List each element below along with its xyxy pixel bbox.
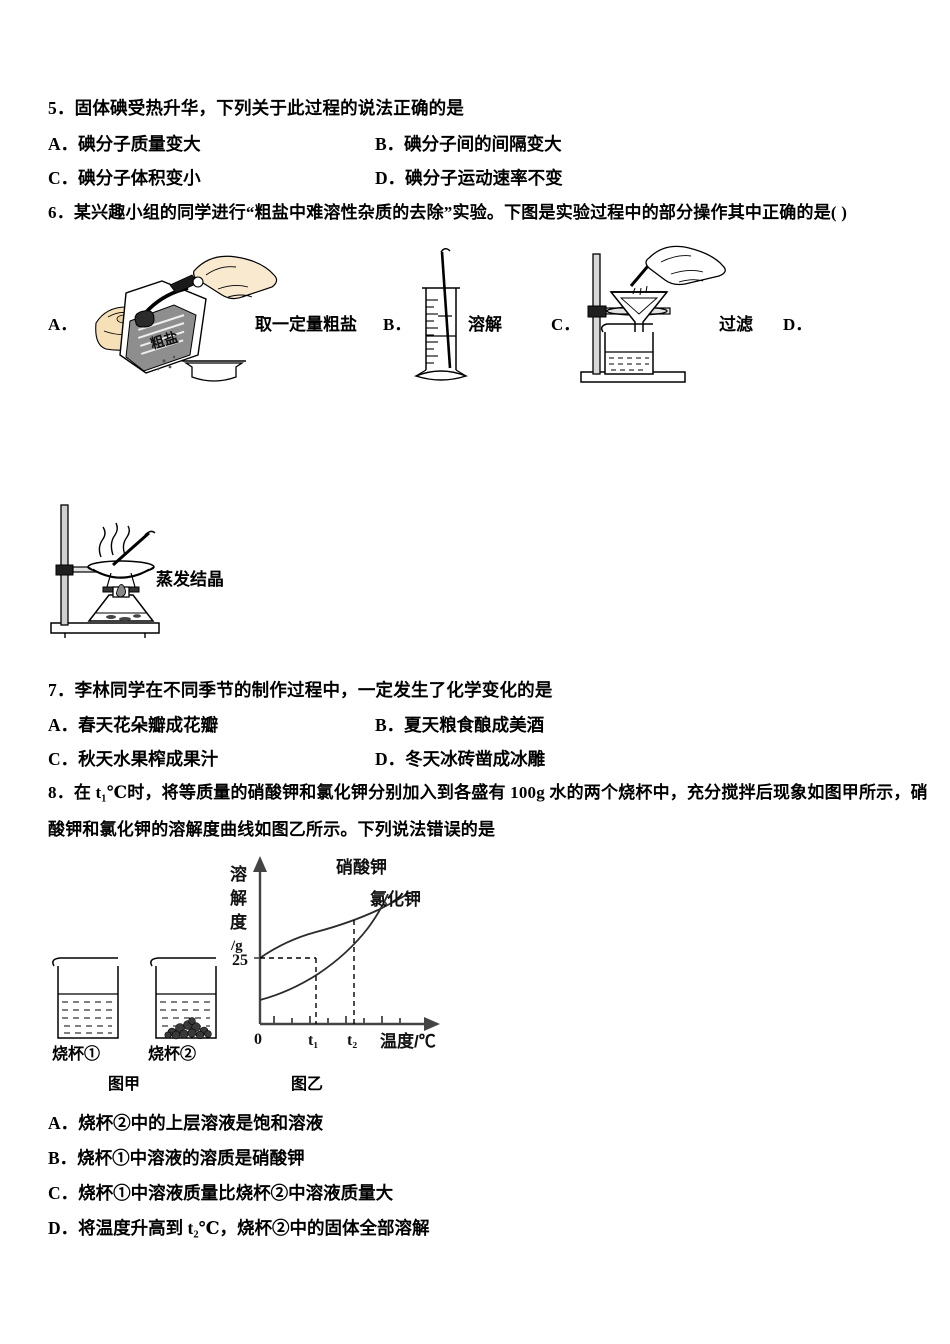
chart-xtick-t1: t₁ xyxy=(308,1032,318,1049)
figure-dissolving-cylinder xyxy=(408,240,478,385)
question-6-option-b-marker[interactable]: B． xyxy=(383,315,412,334)
question-5-option-c[interactable]: C．碘分子体积变小 xyxy=(48,168,201,188)
question-6-caption-b: 溶解 xyxy=(468,315,502,334)
question-6-option-a-marker[interactable]: A． xyxy=(48,315,78,334)
question-5-option-d[interactable]: D．碘分子运动速率不变 xyxy=(375,168,563,188)
beaker-2-label: 烧杯② xyxy=(148,1046,197,1063)
question-8-option-a[interactable]: A．烧杯②中的上层溶液是饱和溶液 xyxy=(48,1113,324,1133)
figure-jia-caption: 图甲 xyxy=(108,1076,141,1093)
question-8-stem-line-2: 酸钾和氯化钾的溶解度曲线如图乙所示。下列说法错误的是 xyxy=(48,820,496,839)
chart-ylabel-char-3: 度 xyxy=(230,912,248,932)
chart-xtick-0: 0 xyxy=(254,1031,262,1048)
question-6-option-c-marker[interactable]: C． xyxy=(551,315,581,334)
question-6-caption-c: 过滤 xyxy=(719,315,753,334)
beaker-1-label: 烧杯① xyxy=(52,1046,101,1063)
chart-ylabel-char-2: 解 xyxy=(230,888,247,908)
question-7-option-c[interactable]: C．秋天水果榨成果汁 xyxy=(48,749,219,769)
question-7-option-b[interactable]: B．夏天粮食酿成美酒 xyxy=(375,715,545,735)
figure-filtration-apparatus xyxy=(575,240,735,390)
chart-ytick-25: 25 xyxy=(232,952,248,969)
question-6-caption-a: 取一定量粗盐 xyxy=(255,315,357,334)
question-8-option-d[interactable]: D．将温度升高到 t₂℃，烧杯②中的固体全部溶解 xyxy=(48,1218,430,1238)
question-8-option-b[interactable]: B．烧杯①中溶液的溶质是硝酸钾 xyxy=(48,1148,305,1168)
chart-ylabel-char-1: 溶 xyxy=(230,864,247,884)
chart-xlabel: 温度/℃ xyxy=(380,1031,436,1051)
chart-ylabel-unit: /g xyxy=(230,938,243,954)
question-7-option-d[interactable]: D．冬天冰砖凿成冰雕 xyxy=(375,749,546,769)
question-6-stem: 6．某兴趣小组的同学进行“粗盐中难溶性杂质的去除”实验。下图是实验过程中的部分操… xyxy=(48,203,848,222)
chart-series-label-xiaosuanjia: 硝酸钾 xyxy=(336,857,387,877)
question-6-option-d-marker[interactable]: D． xyxy=(783,315,813,334)
solubility-curve-chart: 溶 解 度 /g 25 0 t₁ t₂ 温度/℃ 硝酸钾 氯化钾 xyxy=(208,848,458,1068)
chart-series-label-lvhuajia: 氯化钾 xyxy=(370,889,421,909)
question-5-stem: 5．固体碘受热升华，下列关于此过程的说法正确的是 xyxy=(48,98,465,118)
question-5-option-a[interactable]: A．碘分子质量变大 xyxy=(48,134,201,154)
figure-evaporation-crystallization xyxy=(45,495,190,640)
salt-bag-label: 粗盐 xyxy=(148,329,179,352)
figure-taking-coarse-salt: 粗盐 xyxy=(78,245,293,385)
question-6-caption-d: 蒸发结晶 xyxy=(156,570,224,589)
figure-yi-caption: 图乙 xyxy=(291,1076,324,1093)
figure-jia-beakers xyxy=(48,957,228,1048)
chart-xtick-t2: t₂ xyxy=(347,1032,357,1049)
question-8-stem-line-1: 8．在 t₁℃时，将等质量的硝酸钾和氯化钾分别加入到各盛有 100g 水的两个烧… xyxy=(48,783,928,802)
question-7-stem: 7．李林同学在不同季节的制作过程中，一定发生了化学变化的是 xyxy=(48,680,553,700)
question-7-option-a[interactable]: A．春天花朵瓣成花瓣 xyxy=(48,715,219,735)
question-8-option-c[interactable]: C．烧杯①中溶液质量比烧杯②中溶液质量大 xyxy=(48,1183,394,1203)
question-5-option-b[interactable]: B．碘分子间的间隔变大 xyxy=(375,134,562,154)
